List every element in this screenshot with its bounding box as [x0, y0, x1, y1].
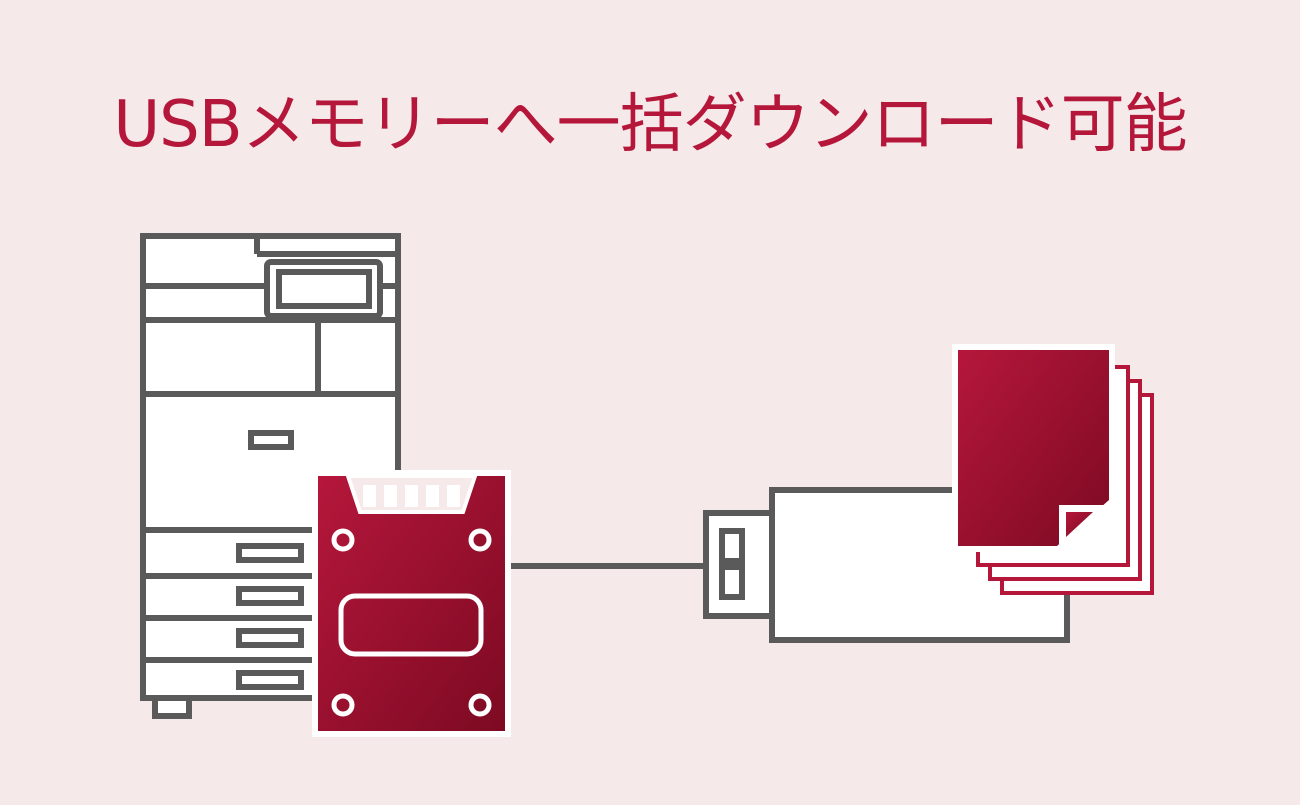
diagram-title: USBメモリーへ一括ダウンロード可能 — [113, 88, 1187, 162]
document-stack-icon — [952, 344, 1154, 595]
storage-card-icon — [312, 470, 511, 737]
